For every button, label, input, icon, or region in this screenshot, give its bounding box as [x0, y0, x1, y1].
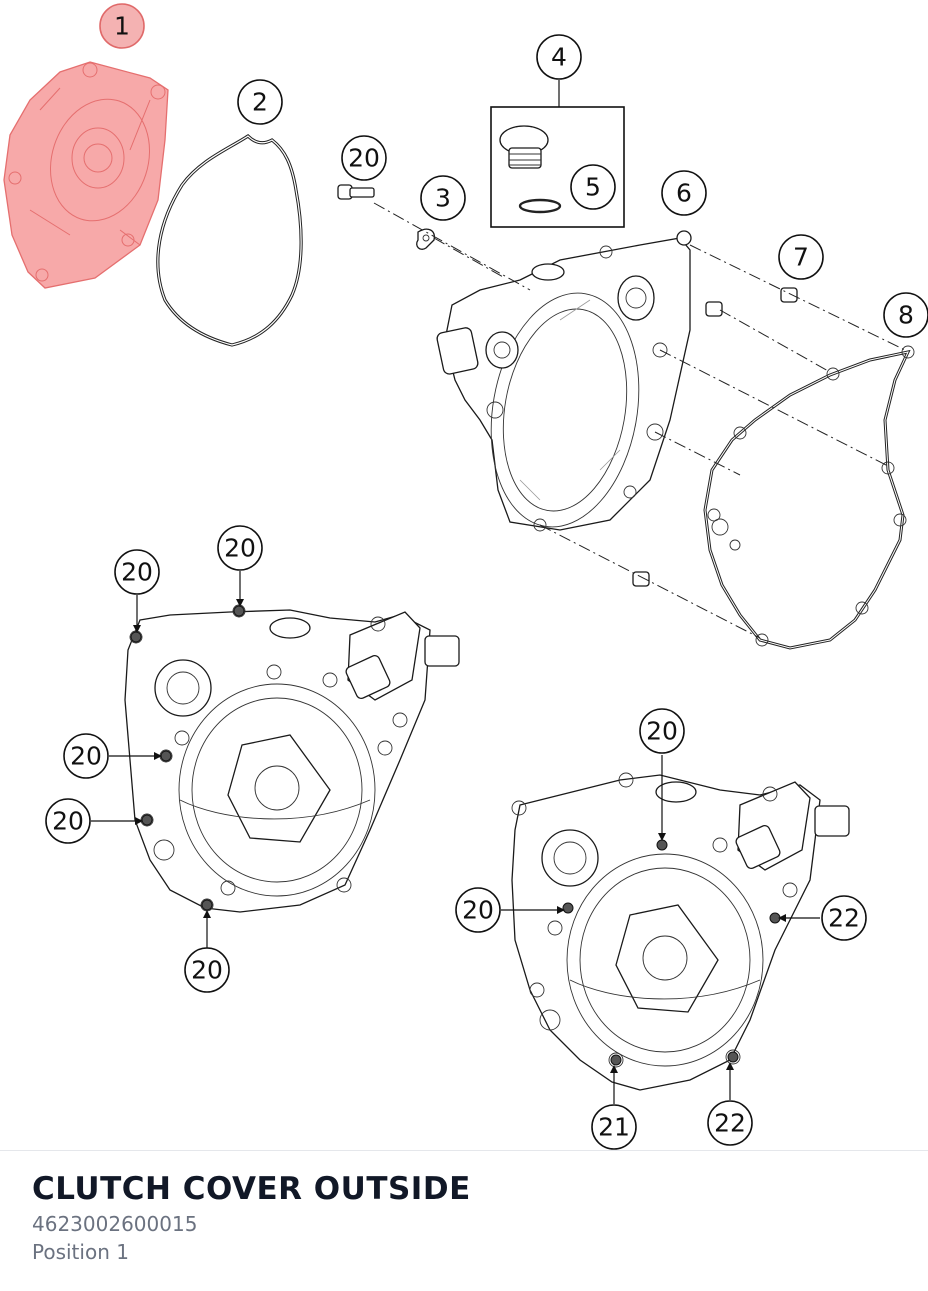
- callout-3-label: 3: [435, 184, 451, 213]
- callout-3[interactable]: 3: [420, 175, 466, 221]
- callout-5[interactable]: 5: [570, 164, 616, 210]
- callout-22-right-a-label: 22: [828, 904, 860, 933]
- callout-leader-lines: [91, 80, 820, 1104]
- callout-2[interactable]: 2: [237, 79, 283, 125]
- callout-20-left-e-label: 20: [191, 956, 223, 985]
- callout-20-top[interactable]: 20: [341, 135, 387, 181]
- callout-6[interactable]: 6: [661, 170, 707, 216]
- callout-2-label: 2: [252, 88, 268, 117]
- assembled-cover-view-left: [124, 604, 460, 913]
- part-number: 4623002600015: [32, 1212, 198, 1236]
- callout-1-label: 1: [114, 12, 130, 41]
- part-position: Position 1: [32, 1240, 129, 1264]
- part-8-inner-cover-gasket[interactable]: [703, 345, 915, 650]
- exploded-parts-diagram: 1 2 20 3 4 5 6 7: [3, 3, 928, 1150]
- callout-20-right-b-label: 20: [462, 896, 494, 925]
- part-info-footer: CLUTCH COVER OUTSIDE 4623002600015 Posit…: [0, 1150, 928, 1291]
- callout-20-left-d[interactable]: 20: [45, 798, 91, 844]
- callout-20-left-a-label: 20: [121, 558, 153, 587]
- callout-20-left-b[interactable]: 20: [217, 525, 263, 571]
- callout-20-top-label: 20: [348, 144, 380, 173]
- part-1-outer-clutch-cover[interactable]: [3, 61, 169, 289]
- callout-20-left-e[interactable]: 20: [184, 947, 230, 993]
- callout-20-left-d-label: 20: [52, 807, 84, 836]
- callout-7[interactable]: 7: [778, 234, 824, 280]
- part-20-screw[interactable]: [337, 184, 375, 200]
- part-3-washer[interactable]: [416, 228, 435, 250]
- part-title: CLUTCH COVER OUTSIDE: [32, 1171, 471, 1207]
- callout-7-label: 7: [793, 243, 809, 272]
- callout-20-left-c-label: 20: [70, 742, 102, 771]
- part-4-oil-filler-plug-group[interactable]: [490, 106, 625, 228]
- callout-20-left-b-label: 20: [224, 534, 256, 563]
- callout-20-left-a[interactable]: 20: [114, 549, 160, 595]
- assembled-cover-view-right: [511, 772, 850, 1091]
- callout-1[interactable]: 1: [99, 3, 145, 49]
- callout-5-label: 5: [585, 173, 601, 202]
- callout-20-right-b[interactable]: 20: [455, 887, 501, 933]
- callout-22-right-b-label: 22: [714, 1109, 746, 1138]
- callout-6-label: 6: [676, 179, 692, 208]
- part-5-o-ring[interactable]: [518, 198, 562, 214]
- part-2-outer-cover-gasket[interactable]: [156, 133, 303, 347]
- callout-8-label: 8: [898, 301, 914, 330]
- callout-4-label: 4: [551, 43, 567, 72]
- callout-20-left-c[interactable]: 20: [63, 733, 109, 779]
- assembly-lead-lines: [373, 202, 906, 639]
- part-6-inner-clutch-cover[interactable]: [436, 230, 692, 539]
- callout-22-right-b[interactable]: 22: [707, 1100, 753, 1146]
- callout-21[interactable]: 21: [591, 1104, 637, 1150]
- callout-21-label: 21: [598, 1113, 630, 1142]
- callout-22-right-a[interactable]: 22: [821, 895, 867, 941]
- callout-20-right-a-label: 20: [646, 717, 678, 746]
- callout-labels: 1 2 20 3 4 5 6 7: [45, 3, 928, 1150]
- callout-20-right-a[interactable]: 20: [639, 708, 685, 754]
- callout-4[interactable]: 4: [536, 34, 582, 80]
- callout-8[interactable]: 8: [883, 292, 928, 338]
